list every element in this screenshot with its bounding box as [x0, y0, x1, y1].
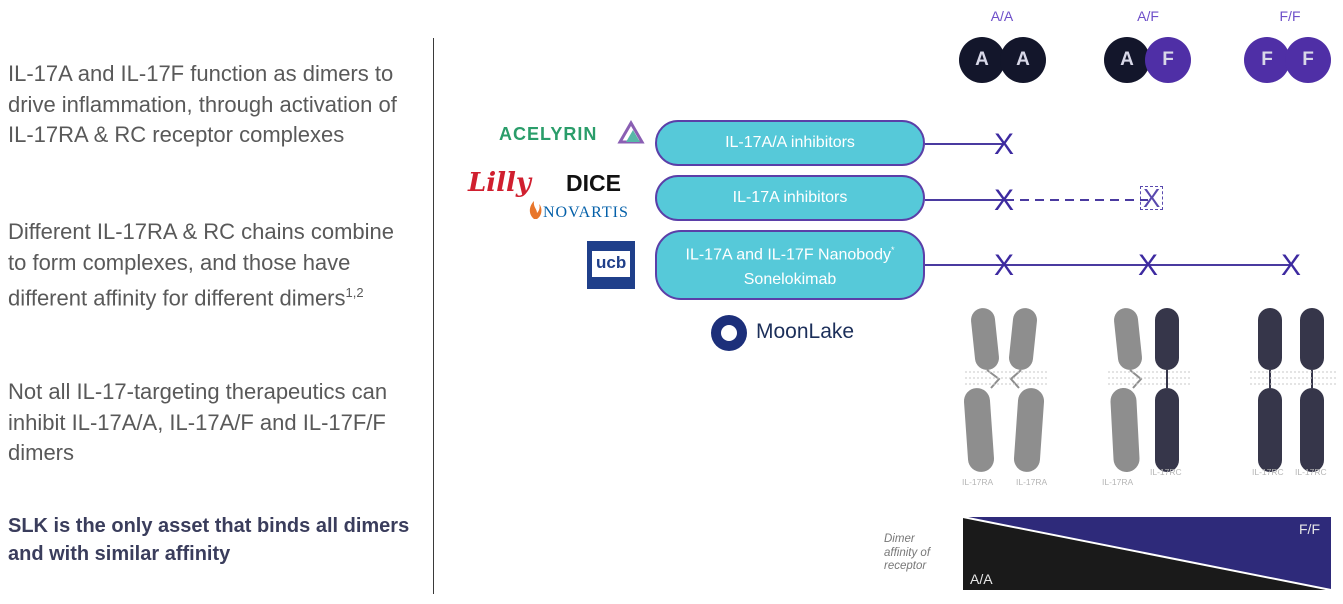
novartis-flame	[529, 201, 542, 219]
column-divider	[433, 38, 434, 594]
receptor-label-aa-1: IL-17RA	[962, 477, 994, 487]
pill-il17a-inhibitors: IL-17A inhibitors	[655, 175, 925, 221]
paragraph-therapeutics-text: Not all IL-17-targeting therapeutics can…	[8, 379, 388, 465]
pill-ila-aa-inhibitors: IL-17A/A inhibitors	[655, 120, 925, 166]
dimer-aa-right: A	[1000, 37, 1046, 83]
dimer-ff-left: F	[1244, 37, 1290, 83]
receptor-aa	[963, 308, 1045, 472]
x-mark-row3-af: X	[1138, 249, 1159, 282]
dimer-aa-left: A	[959, 37, 1005, 83]
x-mark-row3-aa: X	[994, 249, 1015, 282]
pill-row3-line1: IL-17A and IL-17F Nanobody*	[685, 245, 895, 264]
receptor-label-aa-2: IL-17RA	[1016, 477, 1048, 487]
receptor-label-ff-2: IL-17RC	[1295, 467, 1327, 477]
affinity-low-label: A/A	[970, 571, 993, 587]
paragraph-therapeutics: Not all IL-17-targeting therapeutics can…	[8, 377, 418, 469]
dice-logo: DICE	[566, 170, 621, 196]
dimer-label-aa: A/A	[990, 8, 1014, 24]
x-mark-row2-af-partial: X	[1140, 185, 1164, 211]
pill-sonelokimab: IL-17A and IL-17F Nanobody* Sonelokimab	[655, 230, 925, 300]
receptor-label-ff-1: IL-17RC	[1252, 467, 1284, 477]
moonlake-logo: MoonLake	[756, 320, 855, 343]
pill-row1-text: IL-17A/A inhibitors	[725, 134, 855, 151]
paragraph-dimers: IL-17A and IL-17F function as dimers to …	[8, 59, 418, 151]
dimer-ff-right: F	[1285, 37, 1331, 83]
citation-sup: 1,2	[345, 285, 364, 300]
receptor-af	[1110, 308, 1179, 472]
paragraph-chains: Different IL-17RA & RC chains combine to…	[8, 217, 418, 314]
dimer-label-af: A/F	[1137, 8, 1159, 24]
paragraph-chains-text: Different IL-17RA & RC chains combine to…	[8, 219, 394, 311]
affinity-axis-label: Dimer affinity of receptor	[884, 533, 931, 572]
dimer-label-ff: F/F	[1279, 8, 1301, 24]
lilly-logo: Lilly	[468, 168, 532, 198]
paragraph-slk-text: SLK is the only asset that binds all dim…	[8, 515, 410, 565]
x-mark-row3-ff: X	[1281, 249, 1302, 282]
dimer-af-right: F	[1145, 37, 1191, 83]
ucb-logo: ucb	[596, 253, 627, 272]
x-mark-row2-aa: X	[994, 184, 1015, 217]
pill-row3-line2: Sonelokimab	[743, 270, 837, 288]
paragraph-slk: SLK is the only asset that binds all dim…	[8, 512, 418, 568]
receptor-ff	[1258, 308, 1324, 472]
acelyrin-logo: ACELYRIN	[499, 124, 598, 144]
receptor-label-af-1: IL-17RA	[1102, 477, 1134, 487]
pill-row2-text: IL-17A inhibitors	[732, 189, 848, 206]
dimer-af-left: A	[1104, 37, 1150, 83]
receptor-label-af-2: IL-17RC	[1150, 467, 1182, 477]
paragraph-dimers-text: IL-17A and IL-17F function as dimers to …	[8, 61, 397, 147]
novartis-logo: NOVARTIS	[543, 204, 629, 221]
affinity-diagonal	[962, 516, 1332, 591]
affinity-high-label: F/F	[1299, 521, 1320, 537]
x-mark-row1-aa: X	[994, 128, 1015, 161]
membrane-lines	[965, 371, 1338, 385]
